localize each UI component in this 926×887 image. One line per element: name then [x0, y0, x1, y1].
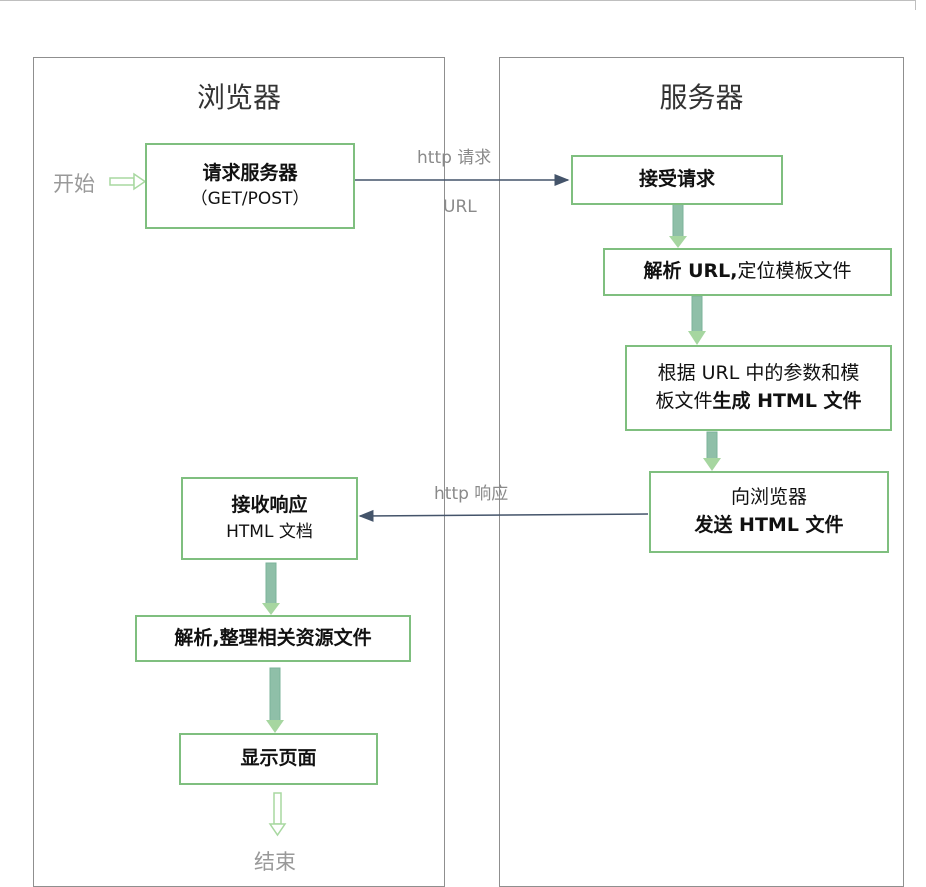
- down-arrow-receive-to-parse: [262, 562, 280, 615]
- accept-request-box: 接受请求: [571, 155, 783, 205]
- request-server-title: 请求服务器: [202, 161, 298, 184]
- parse-url-normal: 定位模板文件: [737, 260, 852, 283]
- display-page-title: 显示页面: [240, 747, 317, 770]
- receive-response-doc: HTML 文档: [226, 521, 313, 542]
- generate-html-box: 根据 URL 中的参数和模 板文件生成 HTML 文件: [625, 345, 892, 431]
- generate-line-2-normal: 板文件: [655, 390, 713, 412]
- accept-request-title: 接受请求: [638, 168, 715, 191]
- generate-line-2-bold: 生成 HTML 文件: [712, 390, 862, 412]
- parse-url-box: 解析 URL,定位模板文件: [603, 248, 892, 296]
- generate-line-1: 根据 URL 中的参数和模: [657, 362, 860, 385]
- right-border: [915, 0, 916, 10]
- http-request-label: http 请求: [417, 148, 492, 168]
- send-line-2: 发送 HTML 文件: [694, 514, 844, 536]
- end-arrow: [268, 792, 287, 837]
- parse-url-bold: 解析 URL,: [643, 260, 738, 283]
- down-arrow-generate-to-send: [703, 431, 721, 471]
- display-page-box: 显示页面: [179, 733, 378, 785]
- response-connector: [358, 509, 649, 522]
- request-server-method: （GET/POST）: [190, 189, 310, 210]
- url-label: URL: [443, 197, 477, 217]
- top-border: [0, 0, 916, 1]
- send-line-1: 向浏览器: [730, 486, 807, 509]
- browser-lane-title: 浏览器: [196, 81, 281, 114]
- down-arrow-accept-to-parse: [669, 203, 687, 248]
- down-arrow-parse-to-generate: [688, 295, 706, 345]
- server-lane-title: 服务器: [659, 81, 744, 114]
- start-label: 开始: [53, 172, 95, 196]
- parse-resources-box: 解析,整理相关资源文件: [135, 615, 411, 662]
- down-arrow-parse-to-display: [266, 667, 284, 733]
- parse-resources-title: 解析,整理相关资源文件: [174, 626, 372, 649]
- receive-response-box: 接收响应 HTML 文档: [181, 477, 358, 560]
- end-label: 结束: [254, 850, 296, 874]
- receive-response-title: 接收响应: [231, 494, 308, 517]
- http-response-label: http 响应: [434, 484, 509, 504]
- send-html-box: 向浏览器 发送 HTML 文件: [649, 471, 889, 553]
- request-server-box: 请求服务器 （GET/POST）: [145, 143, 355, 229]
- start-arrow: [109, 172, 147, 191]
